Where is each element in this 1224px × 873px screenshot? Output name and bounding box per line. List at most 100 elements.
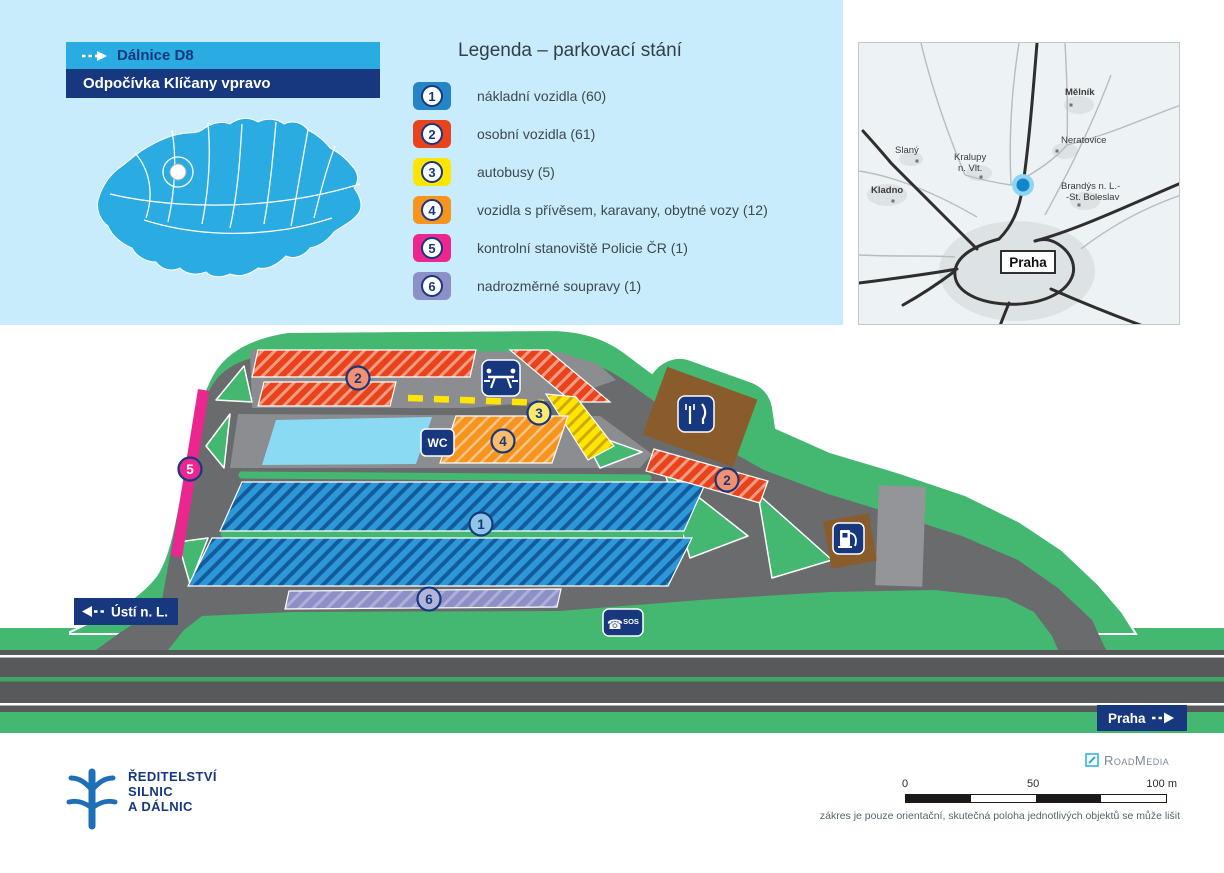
- plan-badge-zone2-top-number: 2: [354, 371, 362, 386]
- plan-badge-zone6-number: 6: [425, 592, 433, 607]
- plan-badge-zone6: 6: [416, 586, 442, 612]
- legend-item-trucks: 1 nákladní vozidla (60): [413, 77, 843, 115]
- legend-chip-number-6: 6: [421, 275, 443, 297]
- scale-bar-segments: [905, 794, 1167, 803]
- roadmedia-icon: [1085, 753, 1099, 767]
- disclaimer-text: zákres je pouze orientační, skutečná pol…: [819, 810, 1180, 822]
- direction-sign-usti: Ústí n. L.: [74, 598, 178, 625]
- legend-chip-number-3: 3: [421, 161, 443, 183]
- legend-chip-number-4: 4: [421, 199, 443, 221]
- secondary-roads: [859, 43, 1179, 258]
- legend-chip-4: 4: [413, 196, 451, 224]
- road-title: Dálnice D8: [117, 47, 194, 64]
- legend-label-2: osobní vozidla (61): [477, 126, 596, 142]
- legend-chip-number-5: 5: [421, 237, 443, 259]
- retention-pond: [262, 417, 432, 465]
- czech-republic-outline: [97, 117, 362, 278]
- direction-right-label: Praha: [1108, 711, 1146, 726]
- city-label-slany: Slaný: [895, 145, 919, 156]
- legend-chip-number-2: 2: [421, 123, 443, 145]
- legend-chip-6: 6: [413, 272, 451, 300]
- legend-item-caravans: 4 vozidla s přívěsem, karavany, obytné v…: [413, 191, 843, 229]
- services-building: [875, 485, 926, 587]
- rest-area-title-badge: Odpočívka Klíčany vpravo: [66, 69, 380, 98]
- zone-3-buses: [544, 393, 615, 461]
- location-dot: [169, 163, 187, 181]
- rsd-logo-block: ŘEDITELSTVÍ SILNIC A DÁLNIC: [66, 760, 217, 830]
- city-label-kralupy-2: n. Vlt.: [958, 163, 982, 174]
- direction-sign-praha: Praha: [1097, 705, 1187, 731]
- wc-label: WC: [428, 436, 448, 450]
- legend-item-buses: 3 autobusy (5): [413, 153, 843, 191]
- scale-labels: 0 50 100 m: [902, 778, 1177, 792]
- legend: Legenda – parkovací stání 1 nákladní voz…: [413, 40, 843, 305]
- wc-sign: WC: [420, 428, 455, 457]
- town-dots: [891, 103, 1081, 207]
- plan-badge-zone1: 1: [468, 511, 494, 537]
- city-label-brandys-2: -St. Boleslav: [1066, 192, 1120, 203]
- legend-chip-2: 2: [413, 120, 451, 148]
- plan-badge-zone2-top: 2: [345, 365, 371, 391]
- parking-zones: [187, 349, 769, 610]
- zone-1-trucks-row-1: [219, 481, 707, 532]
- scale-label-100: 100 m: [1146, 778, 1177, 790]
- legend-label-5: kontrolní stanoviště Policie ČR (1): [477, 240, 688, 256]
- legend-chip-5: 5: [413, 234, 451, 262]
- plan-badge-zone3-number: 3: [535, 406, 543, 421]
- zone-2-cars-row-1: [251, 349, 477, 378]
- plan-badge-zone2-right-number: 2: [723, 473, 731, 488]
- direction-left-label: Ústí n. L.: [111, 605, 168, 620]
- legend-chip-3: 3: [413, 158, 451, 186]
- city-label-brandys-1: Brandýs n. L.-: [1061, 181, 1120, 192]
- legend-title: Legenda – parkovací stání: [458, 40, 682, 61]
- phone-icon: ☎: [607, 617, 623, 632]
- motorway-median: [0, 677, 1224, 682]
- road-title-badge: Dálnice D8: [66, 42, 380, 69]
- plan-badge-zone4: 4: [490, 428, 516, 454]
- legend-item-police: 5 kontrolní stanoviště Policie ČR (1): [413, 229, 843, 267]
- city-label-kladno: Kladno: [871, 185, 903, 196]
- city-label-neratovice: Neratovice: [1061, 135, 1106, 146]
- plan-badge-zone5: 5: [177, 456, 203, 482]
- plan-badge-zone3: 3: [526, 400, 552, 426]
- legend-item-oversize: 6 nadrozměrné soupravy (1): [413, 267, 843, 305]
- rsd-line-2: SILNIC: [128, 784, 174, 799]
- island-separator-1: [238, 471, 652, 482]
- picnic-area-icon: [481, 359, 521, 397]
- legend-label-6: nadrozměrné soupravy (1): [477, 278, 642, 294]
- zone-2-cars-slope: [508, 349, 612, 403]
- rsd-line-1: ŘEDITELSTVÍ: [128, 769, 217, 784]
- region-inset-svg: Mělník Neratovice Slaný Kralupy n. Vlt. …: [859, 43, 1179, 324]
- roadmedia-logo: RoadMedia: [1085, 753, 1169, 768]
- praha-label-box: [1000, 250, 1056, 274]
- region-inset-map: Mělník Neratovice Slaný Kralupy n. Vlt. …: [858, 42, 1180, 325]
- plan-badge-zone2-right: 2: [714, 467, 740, 493]
- legend-chip-1: 1: [413, 82, 451, 110]
- bus-lane-dashes: [407, 394, 545, 407]
- rest-area-title: Odpočívka Klíčany vpravo: [83, 75, 271, 92]
- rsd-logo-icon: [66, 768, 118, 830]
- legend-label-1: nákladní vozidla (60): [477, 88, 607, 104]
- city-label-kralupy-1: Kralupy: [954, 152, 986, 163]
- direction-arrow-icon: [82, 50, 107, 61]
- scale-bar: 0 50 100 m: [902, 778, 1177, 803]
- sos-sign: ☎ SOS: [602, 608, 644, 637]
- rsd-logo-text: ŘEDITELSTVÍ SILNIC A DÁLNIC: [128, 769, 217, 830]
- legend-chip-number-1: 1: [421, 85, 443, 107]
- site-plan: WC ☎ SOS 1 2 2 3 4 5: [0, 328, 1224, 733]
- rest-area-marker: [1016, 178, 1030, 192]
- zone-1-trucks-row-2: [187, 537, 693, 587]
- zone-2-cars-row-2: [257, 381, 397, 407]
- plan-badge-zone5-number: 5: [186, 462, 194, 477]
- city-label-melnik: Mělník: [1065, 87, 1095, 98]
- legend-item-cars: 2 osobní vozidla (61): [413, 115, 843, 153]
- plan-badge-zone4-number: 4: [499, 434, 507, 449]
- left-arrow-icon: [82, 606, 92, 617]
- scale-label-0: 0: [902, 778, 909, 790]
- right-arrow-icon: [1164, 712, 1174, 724]
- city-label-praha: Praha: [1009, 255, 1047, 270]
- scale-label-50: 50: [1027, 778, 1040, 790]
- restaurant-icon: [677, 395, 715, 433]
- legend-label-4: vozidla s přívěsem, karavany, obytné voz…: [477, 202, 768, 218]
